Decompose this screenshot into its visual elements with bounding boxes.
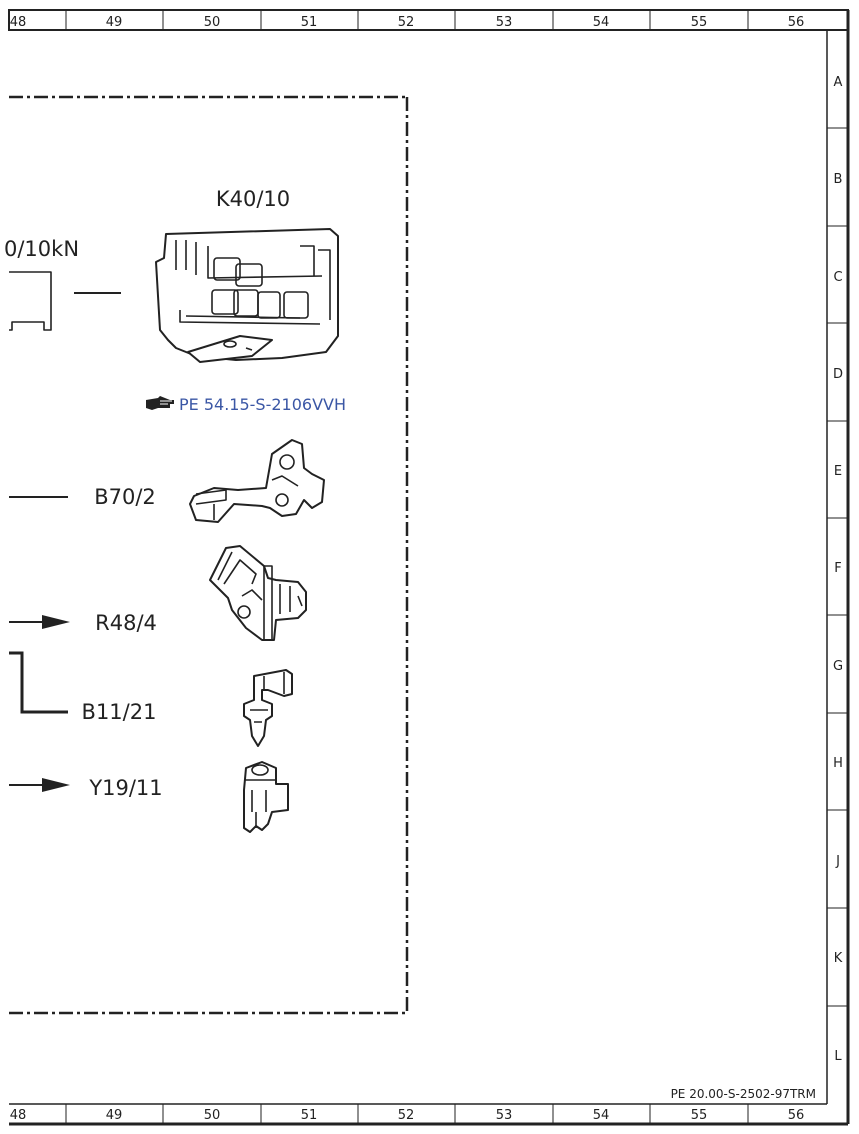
row-letter: D (833, 367, 843, 382)
column-number: 52 (398, 1108, 415, 1123)
row-letter: H (833, 756, 843, 771)
row-letter: E (834, 464, 842, 479)
column-number: 54 (593, 15, 610, 30)
column-number: 50 (204, 1108, 221, 1123)
reference-link[interactable]: PE 54.15-S-2106VVH (146, 395, 346, 414)
y19-11-valve-drawing (243, 761, 289, 833)
row-letter: L (834, 1049, 842, 1064)
bottom-column-ruler: 48 49 50 51 52 53 54 55 56 (10, 1104, 805, 1124)
r48-4-arrow-icon (42, 615, 70, 629)
right-row-ruler: A B C D E F G H J K L (827, 75, 848, 1064)
column-number: 53 (496, 15, 513, 30)
column-number: 49 (106, 15, 123, 30)
reference-link-text[interactable]: PE 54.15-S-2106VVH (179, 395, 346, 414)
row-letter: A (834, 75, 843, 90)
row-letter: G (833, 659, 843, 674)
b11-21-sensor-drawing (243, 669, 293, 747)
pointing-hand-icon (146, 396, 174, 410)
row-letter: K (834, 951, 843, 966)
column-number: 51 (301, 1108, 318, 1123)
column-number: 53 (496, 1108, 513, 1123)
b70-2-label: B70/2 (94, 485, 156, 509)
k40-10-label: K40/10 (216, 187, 290, 211)
partial-component-symbol (9, 271, 121, 331)
column-number: 52 (398, 15, 415, 30)
column-number: 49 (106, 1108, 123, 1123)
b70-2-sensor-drawing (189, 439, 325, 523)
b11-21-label: B11/21 (82, 700, 157, 724)
r48-4-label: R48/4 (95, 611, 157, 635)
component-enclosure (9, 95, 409, 1015)
b11-21-wire (9, 651, 68, 714)
column-number: 55 (691, 15, 708, 30)
row-letter: C (833, 270, 842, 285)
column-number: 48 (10, 15, 27, 30)
column-number: 56 (788, 1108, 805, 1123)
column-number: 48 (10, 1108, 27, 1123)
partial-component-label: 0/10kN (4, 237, 79, 261)
r48-4-thermostat-drawing (209, 545, 307, 641)
sheet-frame (8, 9, 850, 1126)
column-number: 54 (593, 1108, 610, 1123)
row-letter: F (834, 561, 841, 576)
k40-10-module-drawing (155, 228, 339, 363)
row-letter: J (835, 854, 840, 869)
column-number: 50 (204, 15, 221, 30)
y19-11-label: Y19/11 (88, 776, 162, 800)
y19-11-arrow-icon (42, 778, 70, 792)
column-number: 55 (691, 1108, 708, 1123)
top-column-ruler: 48 49 50 51 52 53 54 55 56 (10, 10, 805, 30)
row-letter: B (834, 172, 843, 187)
document-id: PE 20.00-S-2502-97TRM (671, 1087, 816, 1101)
column-number: 51 (301, 15, 318, 30)
column-number: 56 (788, 15, 805, 30)
